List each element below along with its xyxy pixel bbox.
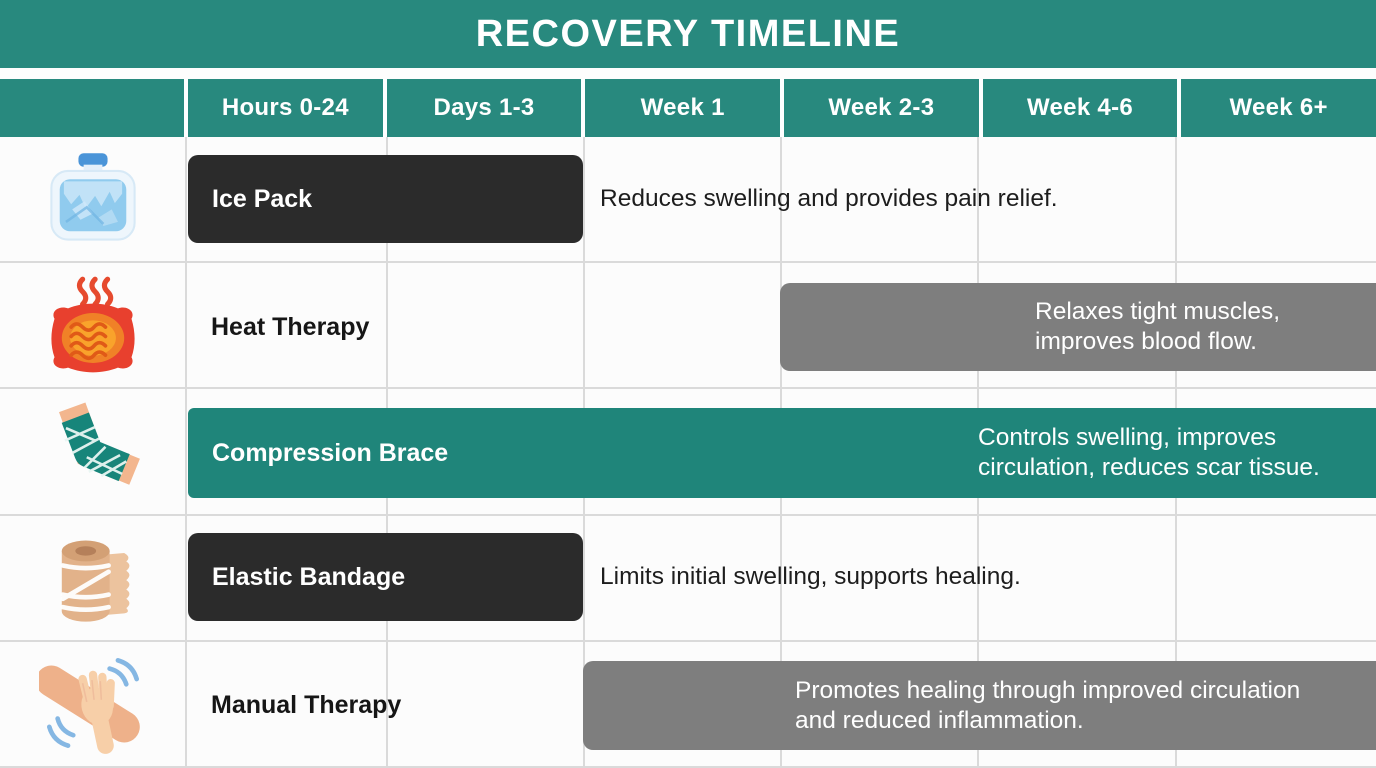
timeline-row-heat-therapy bbox=[0, 263, 1376, 390]
icon-cell bbox=[0, 652, 186, 756]
bar-label: Compression Brace bbox=[212, 438, 449, 467]
ice-pack-icon bbox=[50, 153, 136, 241]
row-label-heat-therapy: Heat Therapy bbox=[211, 312, 370, 341]
bar-label: Elastic Bandage bbox=[212, 562, 406, 591]
column-header-week-2-3: Week 2-3 bbox=[784, 79, 979, 137]
compression-brace-icon bbox=[59, 402, 140, 486]
column-header-week-1: Week 1 bbox=[585, 79, 781, 137]
bar-note-compression-brace: Controls swelling, improves circulation,… bbox=[978, 424, 1320, 481]
timeline-bar-manual-therapy: Promotes healing through improved circul… bbox=[583, 661, 1376, 750]
column-header-days-1-3: Days 1-3 bbox=[386, 79, 582, 137]
column-header-week-4-6: Week 4-6 bbox=[982, 79, 1178, 137]
timeline-header-row: Hours 0-24 Days 1-3 Week 1 Week 2-3 Week… bbox=[0, 79, 1376, 137]
timeline-row-compression-brace bbox=[0, 389, 1376, 516]
timeline-bar-ice-pack: Ice Pack bbox=[188, 155, 583, 243]
timeline-bar-heat-therapy: Relaxes tight muscles, improves blood fl… bbox=[780, 283, 1376, 371]
title-band: RECOVERY TIMELINE bbox=[0, 0, 1376, 68]
icon-cell bbox=[0, 273, 186, 377]
massage-hands-icon bbox=[39, 657, 140, 754]
timeline-row-manual-therapy bbox=[0, 642, 1376, 768]
bar-note-heat-therapy: Relaxes tight muscles, improves blood fl… bbox=[1035, 298, 1281, 355]
heat-pad-icon bbox=[51, 276, 135, 373]
bar-label: Ice Pack bbox=[212, 184, 313, 213]
row-label-manual-therapy: Manual Therapy bbox=[211, 690, 402, 719]
bar-note-elastic-bandage: Limits initial swelling, supports healin… bbox=[600, 563, 1021, 590]
bar-note-manual-therapy: Promotes healing through improved circul… bbox=[795, 676, 1301, 734]
bar-note-ice-pack: Reduces swelling and provides pain relie… bbox=[600, 185, 1058, 212]
timeline-body: Ice Pack Reduces swelling and provides p… bbox=[0, 137, 1376, 768]
timeline-row-ice-pack bbox=[0, 137, 1376, 264]
timeline-bar-compression-brace: Compression Brace Controls swelling, imp… bbox=[188, 408, 1376, 498]
grid-line-vertical bbox=[185, 137, 187, 768]
column-header-hours-0-24: Hours 0-24 bbox=[188, 79, 383, 137]
icon-cell bbox=[0, 526, 186, 630]
timeline-bar-elastic-bandage: Elastic Bandage bbox=[188, 533, 583, 621]
elastic-bandage-icon bbox=[60, 540, 130, 622]
timeline-row-elastic-bandage bbox=[0, 516, 1376, 642]
header-spacer-cell bbox=[0, 79, 184, 137]
page-title: RECOVERY TIMELINE bbox=[475, 12, 901, 55]
icon-cell bbox=[0, 399, 186, 503]
column-header-week-6-plus: Week 6+ bbox=[1181, 79, 1376, 137]
icon-cell bbox=[0, 147, 186, 251]
